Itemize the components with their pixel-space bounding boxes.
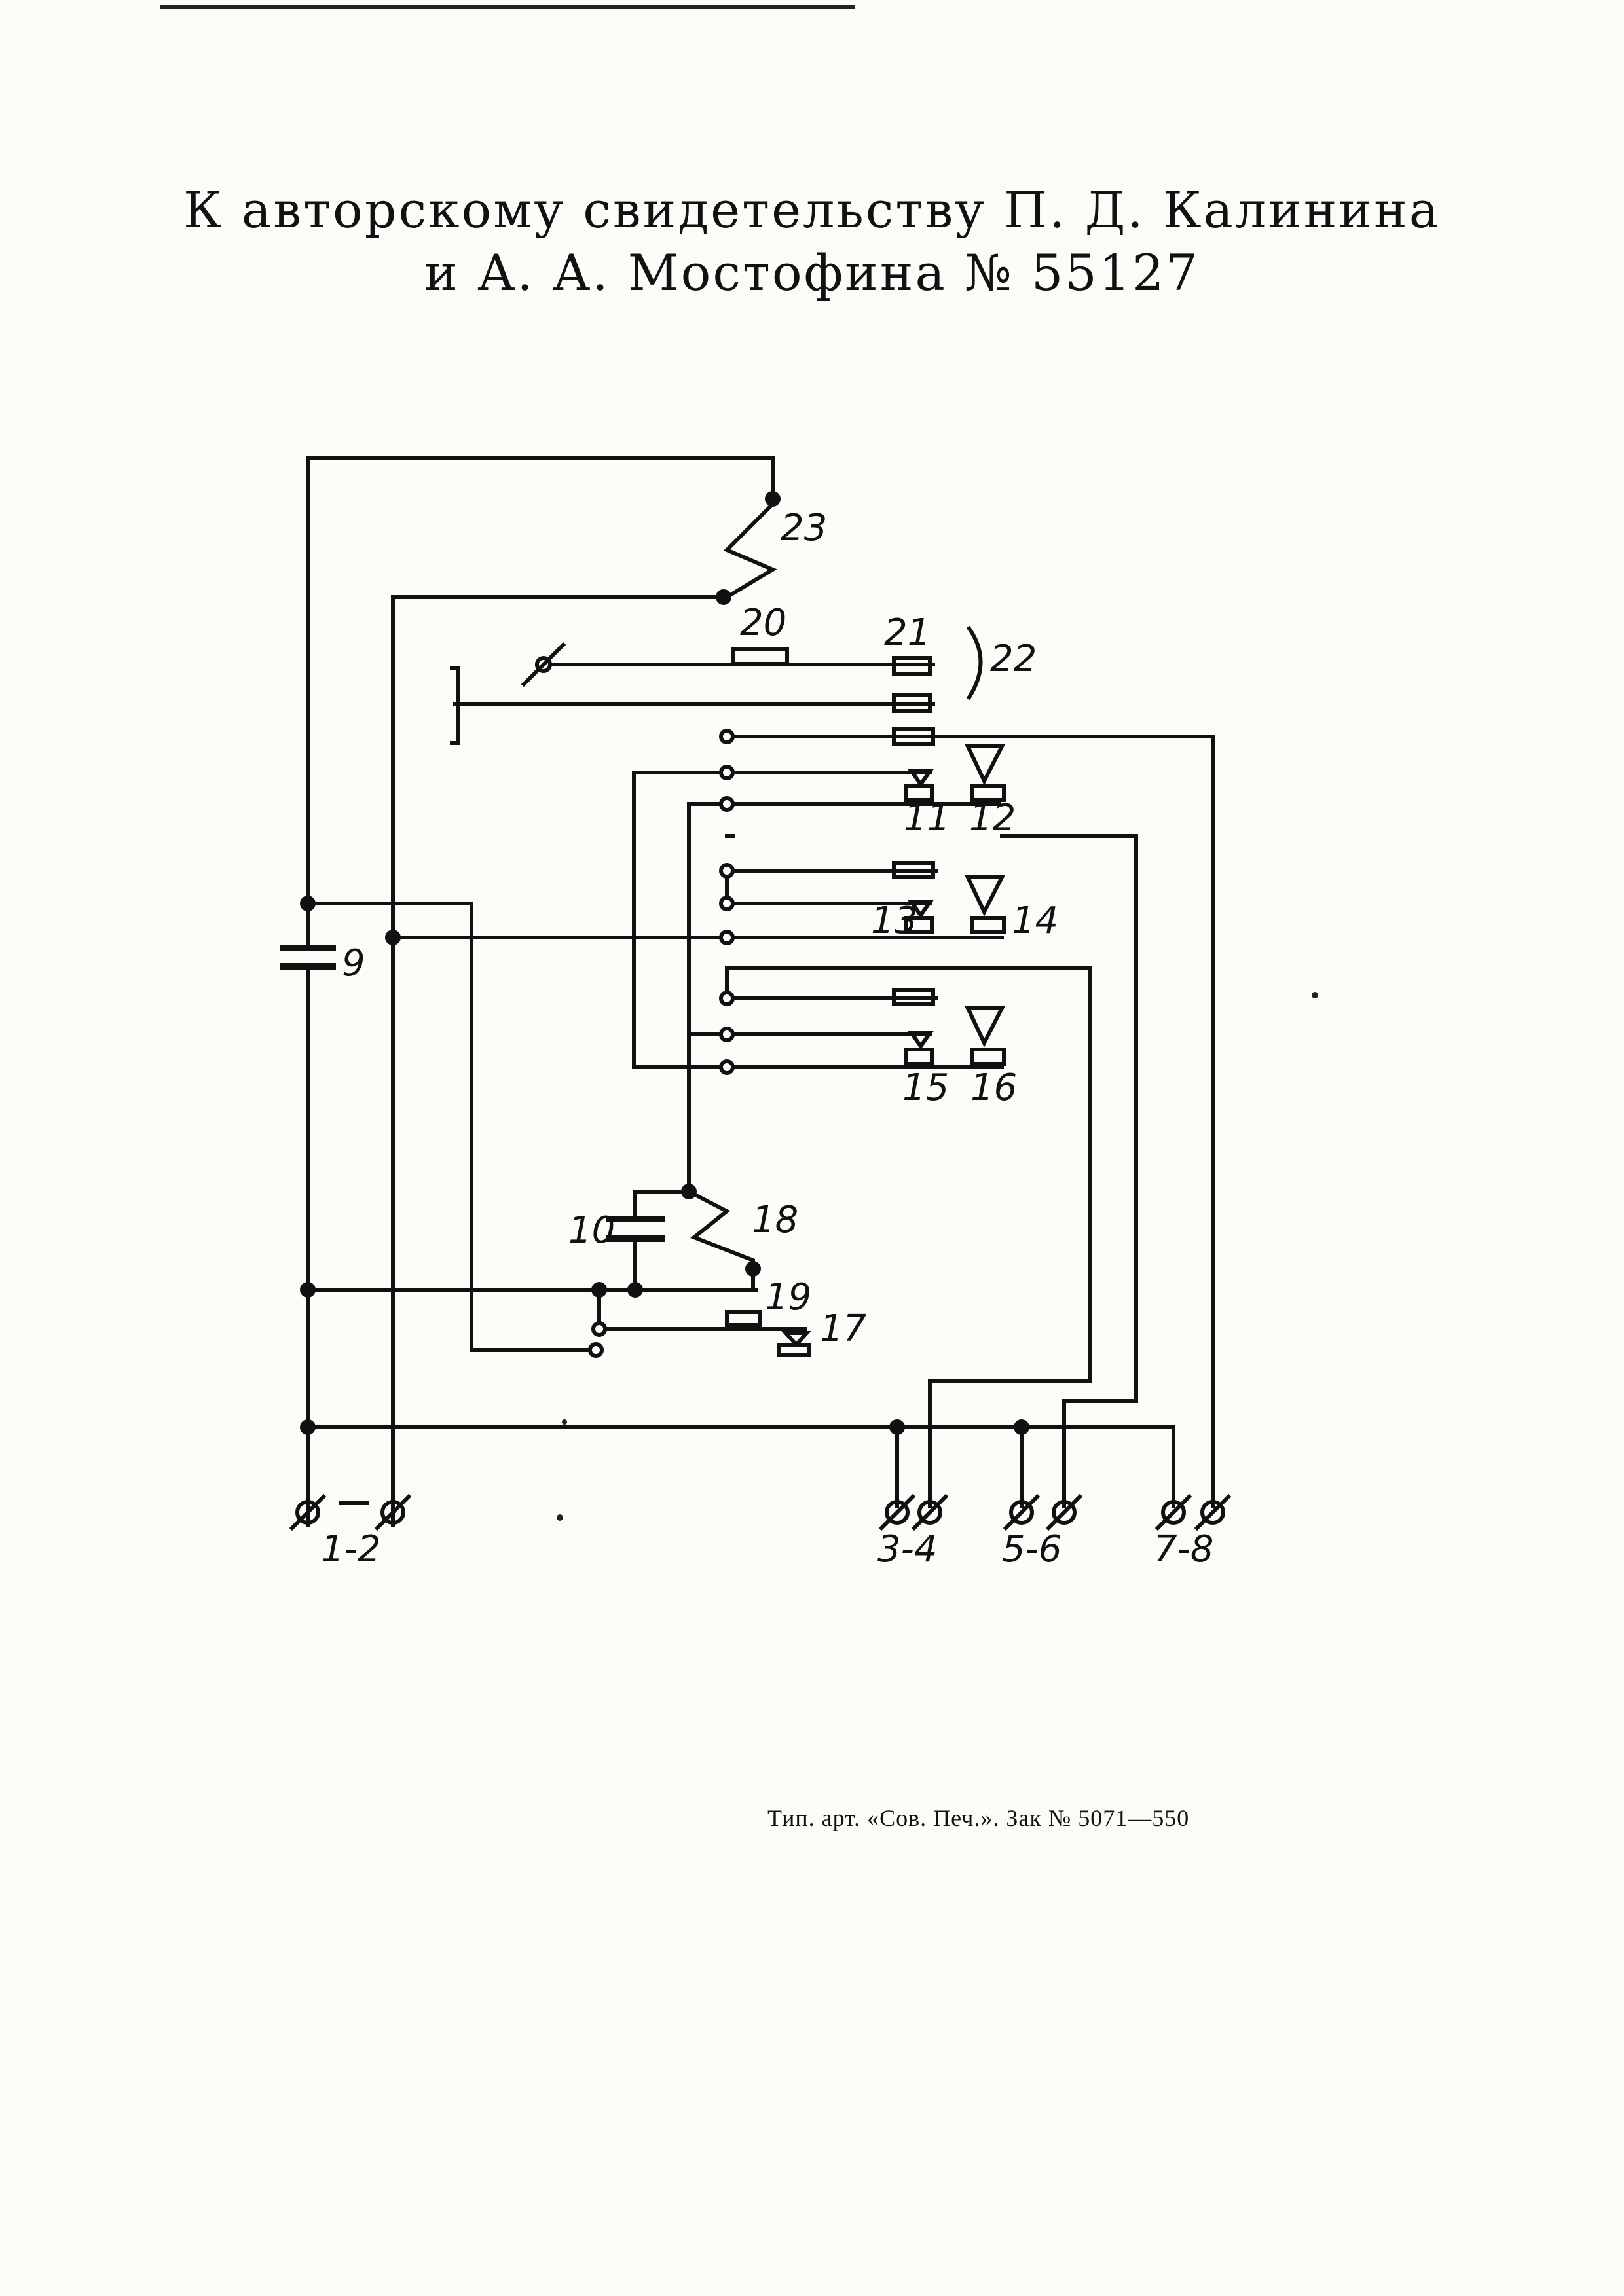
contact-group-11-12 <box>719 727 1006 812</box>
label-21: 21 <box>884 611 931 654</box>
terminal-label-1-2: 1-2 <box>321 1528 380 1571</box>
label-15: 15 <box>902 1066 949 1109</box>
label-11: 11 <box>904 797 950 839</box>
capacitor-9 <box>280 896 401 977</box>
label-19: 19 <box>765 1276 811 1319</box>
terminal-8 <box>1194 1493 1232 1531</box>
label-12: 12 <box>969 797 1016 839</box>
printer-imprint: Тип. арт. «Сов. Печ.». Зак № 5071—550 <box>767 1805 1190 1831</box>
contact-group-15-16 <box>719 988 1006 1075</box>
terminal-label-7-8: 7-8 <box>1154 1528 1213 1571</box>
label-16: 16 <box>970 1066 1017 1109</box>
title-line-1: К авторскому свидетельству П. Д. Калинин… <box>183 181 1441 239</box>
contact-group-13-14 <box>719 861 1006 945</box>
label-9: 9 <box>342 942 365 985</box>
label-17: 17 <box>820 1307 867 1350</box>
label-18: 18 <box>752 1199 798 1241</box>
capacitor-10-coil-18 <box>591 1184 761 1298</box>
label-13: 13 <box>871 900 917 942</box>
terminal-3 <box>878 1493 916 1531</box>
terminal-5 <box>1003 1493 1041 1531</box>
terminal-6 <box>1045 1493 1083 1531</box>
label-10: 10 <box>568 1209 615 1252</box>
title-line-2: и А. А. Мостофина № 55127 <box>424 244 1200 302</box>
terminal-2 <box>374 1493 412 1531</box>
terminal-label-3-4: 3-4 <box>877 1528 937 1571</box>
label-20: 20 <box>740 602 786 644</box>
top-rule <box>160 5 855 9</box>
terminal-1 <box>289 1493 327 1531</box>
wiring <box>306 456 1215 1527</box>
label-23: 23 <box>781 507 827 549</box>
terminal-7 <box>1154 1493 1192 1531</box>
diagram-labels: 23 20 21 22 11 12 13 14 15 16 9 10 18 19… <box>321 507 1213 1571</box>
terminal-label-5-6: 5-6 <box>1002 1528 1061 1571</box>
terminal-4 <box>911 1493 949 1531</box>
label-22: 22 <box>990 638 1037 680</box>
print-specks <box>557 992 1318 1521</box>
contact-group-19-17 <box>588 1310 811 1358</box>
label-14: 14 <box>1012 900 1058 942</box>
bus-junctions <box>300 1282 1029 1435</box>
terminals <box>289 1493 1232 1531</box>
coil-23 <box>716 491 781 605</box>
contact-group-20-21-22 <box>450 625 983 745</box>
